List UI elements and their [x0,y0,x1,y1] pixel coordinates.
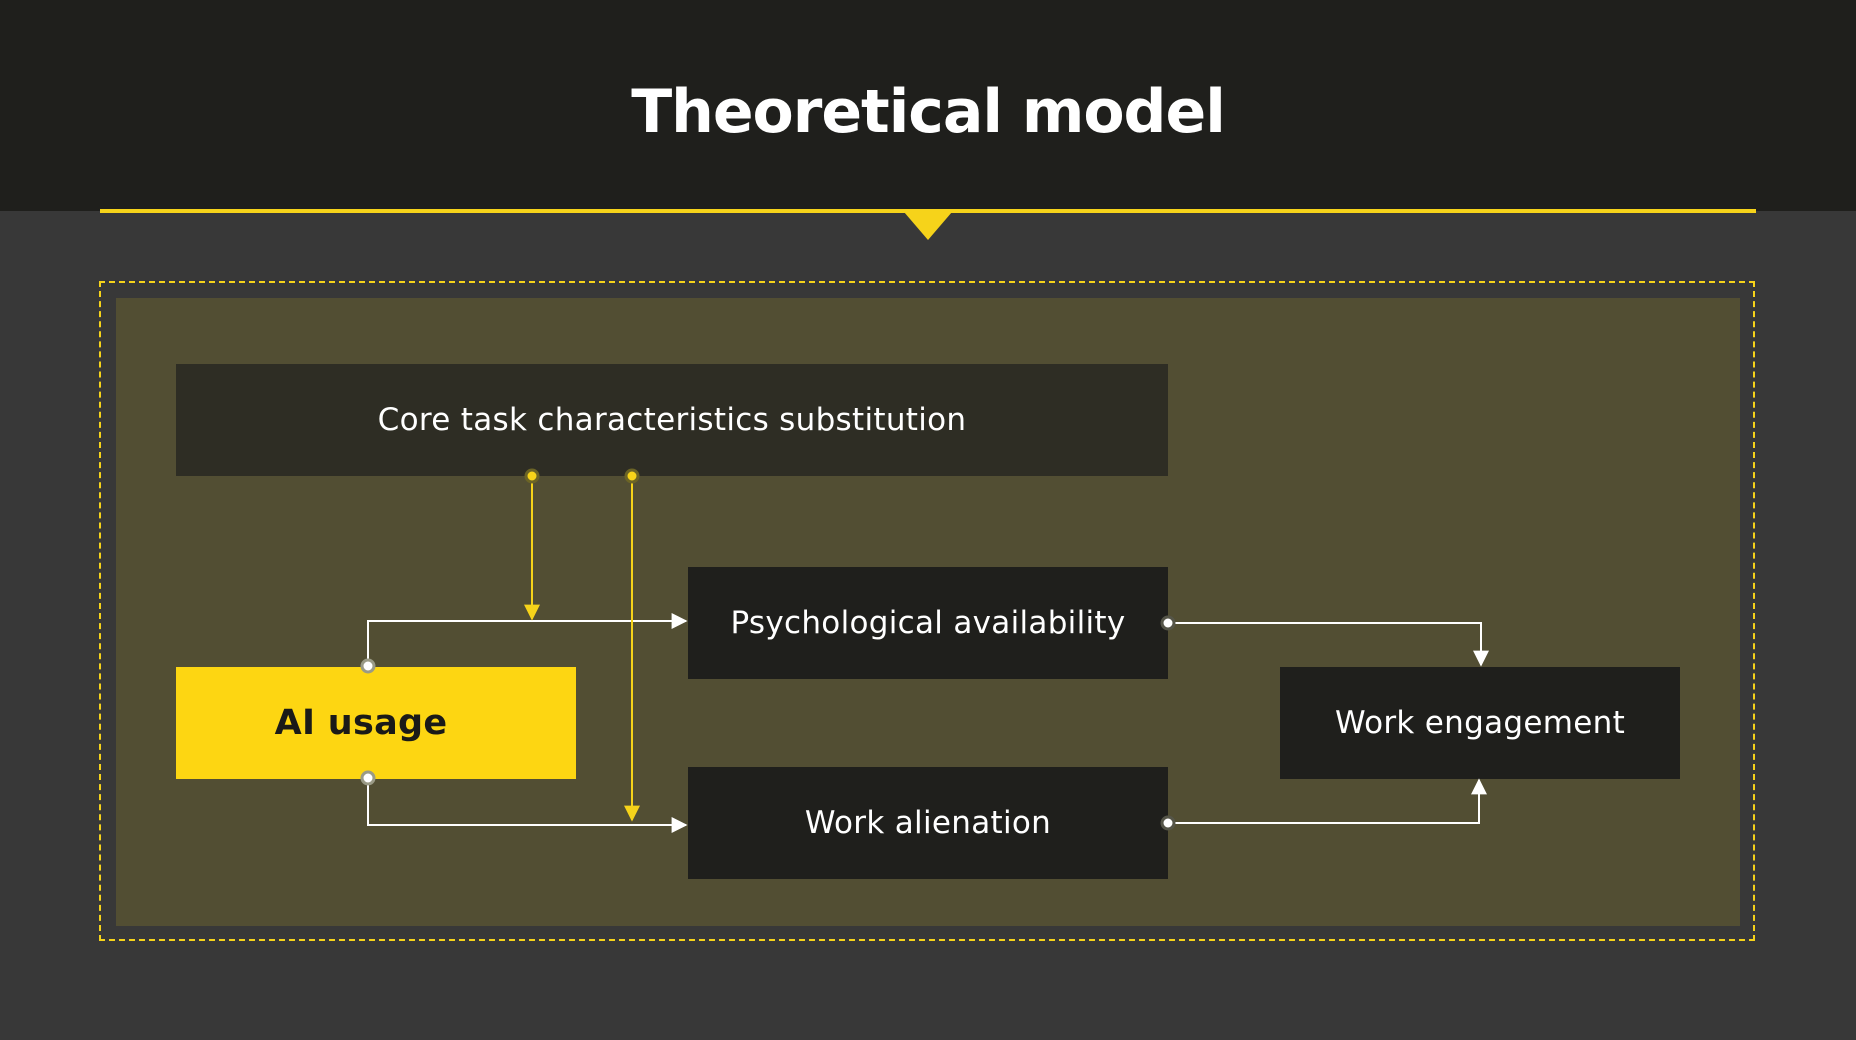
header-bar [0,0,1856,211]
node-ai-usage-label: AI usage [274,703,448,743]
divider-pointer-icon [904,212,952,240]
node-work-alienation: Work alienation [688,767,1168,879]
node-work-engagement-label: Work engagement [1334,705,1626,741]
node-psychological-availability: Psychological availability [688,567,1168,679]
node-psych-availability-label: Psychological availability [730,605,1126,641]
node-core-task-label: Core task characteristics substitution [377,402,967,438]
diagram-frame [99,281,1755,941]
node-work-engagement: Work engagement [1280,667,1680,779]
node-ai-usage: AI usage [176,667,576,779]
page-title: Theoretical model [631,77,1226,147]
header-divider [100,209,1756,213]
node-work-alienation-label: Work alienation [804,805,1052,841]
node-core-task-characteristics: Core task characteristics substitution [176,364,1168,476]
